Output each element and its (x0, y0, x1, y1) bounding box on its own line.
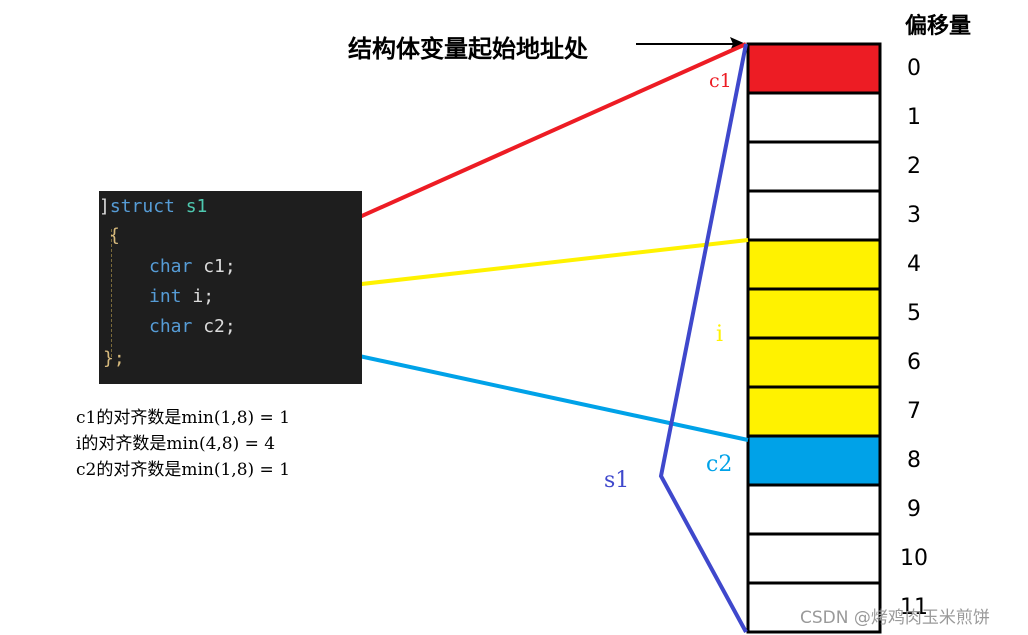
code-line-member-c2: char c2; (149, 316, 236, 337)
offset-number-7: 7 (907, 399, 921, 424)
indent-guide (111, 229, 112, 357)
memory-cell-0 (746, 42, 882, 95)
code-line-member-i: int i; (149, 286, 215, 307)
offset-number-8: 8 (907, 448, 921, 473)
memory-cell-9 (746, 483, 882, 536)
offset-number-6: 6 (907, 350, 921, 375)
alignment-note-i: i的对齐数是min(4,8) = 4 (76, 434, 276, 454)
alignment-note-c1: c1的对齐数是min(1,8) = 1 (76, 408, 291, 428)
c1-label: c1 (709, 70, 732, 92)
offset-number-5: 5 (907, 301, 921, 326)
offset-header: 偏移量 (905, 13, 972, 39)
c2-label: c2 (706, 452, 733, 477)
alignment-notes: c1的对齐数是min(1,8) = 1 i的对齐数是min(4,8) = 4 c… (76, 405, 290, 483)
offset-number-3: 3 (907, 203, 921, 228)
code-line-open-brace: { (109, 225, 120, 246)
memory-cell-3 (746, 189, 882, 242)
memory-cell-4 (746, 238, 882, 291)
memory-cell-6 (746, 336, 882, 389)
s1-label: s1 (604, 468, 630, 493)
offset-number-0: 0 (907, 56, 921, 81)
code-line-close-brace: }; (103, 348, 125, 369)
code-line-member-c1: char c1; (149, 256, 236, 277)
offset-number-4: 4 (907, 252, 921, 277)
memory-cell-1 (746, 91, 882, 144)
offset-number-1: 1 (907, 105, 921, 130)
offset-number-10: 10 (900, 546, 928, 571)
struct-start-address-label: 结构体变量起始地址处 (348, 34, 588, 63)
offset-number-9: 9 (907, 497, 921, 522)
memory-cell-5 (746, 287, 882, 340)
code-line-struct: ]struct s1 (99, 196, 208, 217)
struct-name: s1 (185, 196, 208, 217)
memory-cell-7 (746, 385, 882, 438)
code-snippet: ]struct s1 { char c1; int i; char c2; }; (99, 191, 362, 384)
i-label: i (716, 322, 724, 347)
alignment-note-c2: c2的对齐数是min(1,8) = 1 (76, 460, 291, 480)
csdn-watermark: CSDN @烤鸡肉玉米煎饼 (800, 608, 990, 628)
offset-number-11: 11 (900, 595, 928, 620)
memory-cell-11 (746, 581, 882, 634)
offset-number-2: 2 (907, 154, 921, 179)
memory-cell-8 (746, 434, 882, 487)
s1-bracket-line (658, 43, 748, 633)
struct-keyword: struct (109, 196, 175, 217)
memory-cell-10 (746, 532, 882, 585)
memory-cells (746, 42, 882, 634)
memory-cell-2 (746, 140, 882, 193)
